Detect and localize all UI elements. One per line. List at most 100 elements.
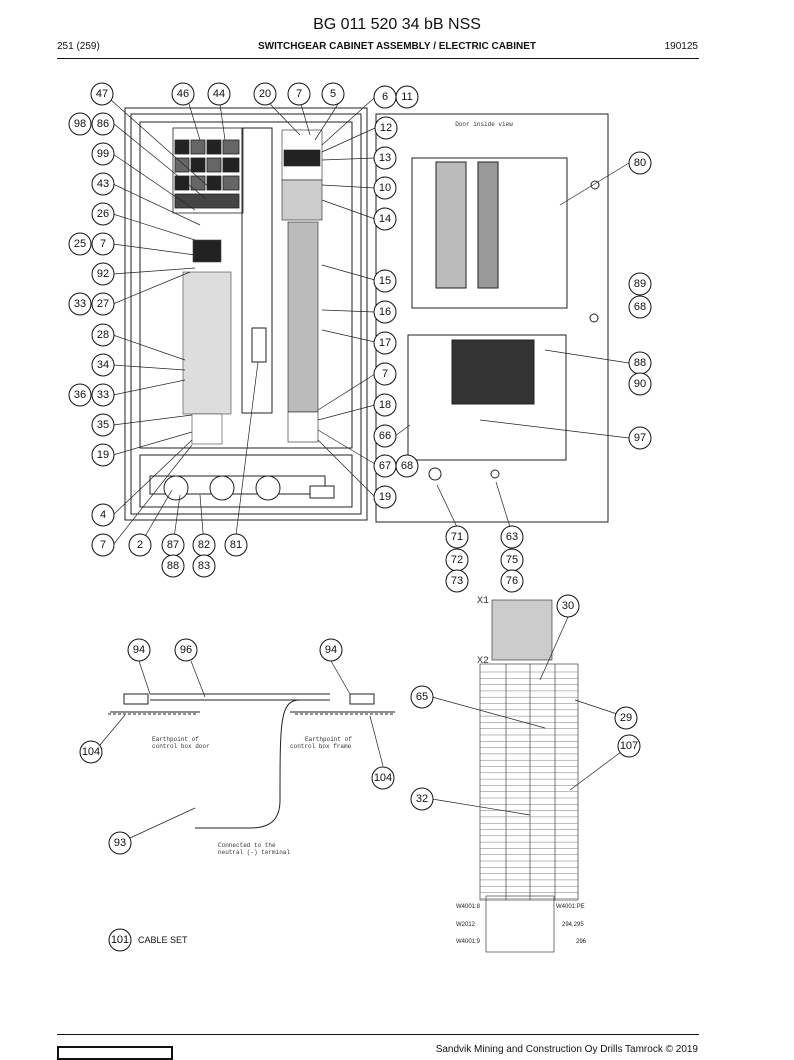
terminal-strip: [479, 599, 579, 953]
document-title: BG 011 520 34 bB NSS: [313, 16, 481, 33]
svg-text:65: 65: [416, 691, 428, 703]
svg-text:107: 107: [620, 740, 638, 752]
callout-92: 92: [91, 262, 115, 286]
callout-101: 101: [108, 928, 132, 952]
footer-copyright: Sandvik Mining and Construction Oy Drill…: [435, 1044, 698, 1055]
svg-text:7: 7: [100, 238, 106, 250]
door-view-label: Door inside view: [455, 121, 513, 128]
door-panel: [375, 113, 609, 523]
callout-98: 98: [68, 112, 92, 136]
document-code: 190125: [664, 41, 698, 52]
callout-96: 96: [174, 638, 198, 662]
callout-43: 43: [91, 172, 115, 196]
callout-80: 80: [628, 151, 652, 175]
svg-text:88: 88: [167, 560, 179, 572]
callout-104: 104: [371, 766, 395, 790]
callout-25: 25: [68, 232, 92, 256]
w4001-9-label: W4001:9: [456, 939, 481, 945]
svg-text:94: 94: [133, 644, 145, 656]
callout-88: 88: [628, 351, 652, 375]
callout-17: 17: [373, 331, 397, 355]
w4001-8-label: W4001:8: [456, 904, 481, 910]
svg-text:33: 33: [74, 298, 86, 310]
callout-99: 99: [91, 142, 115, 166]
callout-33: 33: [68, 292, 92, 316]
svg-text:25: 25: [74, 238, 86, 250]
callout-73: 73: [445, 569, 469, 593]
cable-set: [108, 693, 395, 829]
callout-82: 82: [192, 533, 216, 557]
svg-text:83: 83: [198, 560, 210, 572]
section-title: SWITCHGEAR CABINET ASSEMBLY / ELECTRIC C…: [258, 41, 536, 52]
callout-81: 81: [224, 533, 248, 557]
svg-text:19: 19: [97, 449, 109, 461]
svg-text:12: 12: [380, 122, 392, 134]
svg-text:36: 36: [74, 389, 86, 401]
callout-2: 2: [128, 533, 152, 557]
callout-30: 30: [556, 594, 580, 618]
page-number: 251 (259): [57, 41, 100, 52]
callout-44: 44: [207, 82, 231, 106]
svg-text:81: 81: [230, 539, 242, 551]
svg-text:71: 71: [451, 531, 463, 543]
callout-12: 12: [374, 116, 398, 140]
callout-7: 7: [287, 82, 311, 106]
neutral-line2: neutral (-) terminal: [218, 849, 290, 856]
x2-label: X2: [477, 656, 489, 667]
callout-89: 89: [628, 272, 652, 296]
svg-text:15: 15: [379, 275, 391, 287]
header-rule: [57, 58, 699, 59]
callout-68: 68: [628, 295, 652, 319]
svg-text:68: 68: [401, 460, 413, 472]
svg-text:7: 7: [100, 539, 106, 551]
w4001-pe-label: W4001:PE: [556, 904, 585, 910]
svg-text:44: 44: [213, 88, 225, 100]
svg-text:101: 101: [111, 934, 129, 946]
svg-text:66: 66: [379, 430, 391, 442]
terminal-strip-rows: [480, 671, 578, 899]
terminal-column: [281, 129, 323, 443]
callout-11: 11: [395, 85, 419, 109]
svg-text:104: 104: [82, 746, 100, 758]
callout-65: 65: [410, 685, 434, 709]
callout-46: 46: [171, 82, 195, 106]
callout-71: 71: [445, 525, 469, 549]
callout-87: 87: [161, 533, 185, 557]
svg-text:30: 30: [562, 600, 574, 612]
callout-29: 29: [614, 706, 638, 730]
svg-text:67: 67: [379, 460, 391, 472]
callout-94: 94: [319, 638, 343, 662]
callout-90: 90: [628, 372, 652, 396]
x1-label: X1: [477, 596, 489, 607]
svg-text:89: 89: [634, 278, 646, 290]
callout-97: 97: [628, 426, 652, 450]
cable-set-label: CABLE SET: [138, 935, 188, 945]
callout-13: 13: [373, 146, 397, 170]
svg-text:34: 34: [97, 359, 109, 371]
svg-text:43: 43: [97, 178, 109, 190]
callout-72: 72: [445, 548, 469, 572]
svg-text:47: 47: [96, 88, 108, 100]
relay-block: [172, 127, 244, 214]
svg-text:88: 88: [634, 357, 646, 369]
callout-18: 18: [373, 393, 397, 417]
bottom-connectors: [149, 475, 335, 501]
callout-28: 28: [91, 323, 115, 347]
callout-20: 20: [253, 82, 277, 106]
neutral-line1: Connected to the: [218, 842, 276, 849]
callout-86: 86: [91, 112, 115, 136]
callout-68: 68: [395, 454, 419, 478]
svg-text:33: 33: [97, 389, 109, 401]
w2012-label: W2012: [456, 922, 476, 928]
svg-text:99: 99: [97, 148, 109, 160]
svg-text:73: 73: [451, 575, 463, 587]
w4001-9-value: 296: [576, 939, 587, 945]
svg-text:98: 98: [74, 118, 86, 130]
callout-14: 14: [373, 207, 397, 231]
svg-text:5: 5: [330, 88, 336, 100]
callout-104: 104: [79, 740, 103, 764]
svg-text:27: 27: [97, 298, 109, 310]
label-holder: [251, 327, 267, 363]
